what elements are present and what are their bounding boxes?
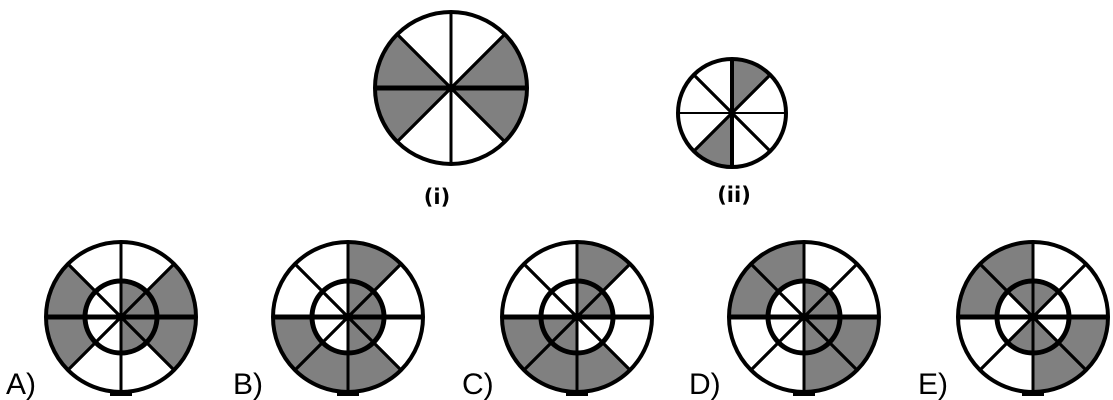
- option-d-label[interactable]: D): [689, 368, 721, 400]
- option-c-inner-shaded-sector: [577, 291, 613, 317]
- figure-i-outline: [373, 10, 529, 166]
- option-c-outline: [500, 240, 654, 394]
- option-a-figure[interactable]: [44, 240, 198, 396]
- figure-i-shaded-sector: [451, 34, 527, 88]
- figure-i-shaded-sector: [375, 34, 451, 88]
- option-b-outline: [271, 240, 425, 394]
- option-b-inner-shaded-sector: [348, 317, 384, 343]
- figure-ii-label: (ii): [717, 183, 751, 207]
- option-a-inner-shaded-sector: [121, 291, 157, 317]
- option-d-inner-shaded-sector: [804, 291, 840, 317]
- option-e-inner-shaded-sector: [1033, 317, 1059, 353]
- option-b-inner-shaded-sector: [348, 281, 374, 317]
- figure-i-label: (i): [424, 185, 450, 209]
- option-a-outline: [44, 240, 198, 394]
- option-a-inner-shaded-sector: [121, 317, 157, 343]
- option-d-outline: [727, 240, 881, 394]
- option-a-inner-shaded-sector: [121, 281, 147, 317]
- option-b-inner-ring: [309, 278, 387, 356]
- option-c-inner-shaded-sector: [577, 281, 603, 317]
- option-d-inner-ring: [765, 278, 843, 356]
- figure-i-shaded-sector: [375, 88, 451, 142]
- option-b-inner-shaded-sector: [348, 317, 374, 353]
- option-b-label[interactable]: B): [233, 368, 263, 400]
- figure-ii-shaded-sector: [693, 113, 732, 167]
- option-e-inner-shaded-sector: [1007, 281, 1033, 317]
- option-a-inner-ring: [82, 278, 160, 356]
- figure-ii: [676, 57, 788, 169]
- option-d-inner-shaded-sector: [804, 317, 840, 343]
- option-e-label[interactable]: E): [918, 368, 948, 400]
- option-b-figure[interactable]: [271, 240, 425, 396]
- figure-ii-shaded-sector: [732, 59, 771, 113]
- option-a-inner-shaded-sector: [121, 317, 147, 353]
- option-e-inner-ring: [994, 278, 1072, 356]
- option-d-inner-shaded-sector: [804, 281, 830, 317]
- option-c-inner-shaded-sector: [541, 317, 577, 343]
- option-c-figure[interactable]: [500, 240, 654, 396]
- option-c-inner-ring: [538, 278, 616, 356]
- option-c-inner-shaded-sector: [551, 317, 577, 353]
- option-c-label[interactable]: C): [462, 368, 494, 400]
- option-b-inner-shaded-sector: [348, 291, 384, 317]
- option-e-inner-shaded-sector: [1033, 281, 1059, 317]
- figure-ii-outline: [676, 57, 788, 169]
- option-a-label[interactable]: A): [6, 368, 36, 400]
- option-e-figure[interactable]: [956, 240, 1110, 396]
- option-e-outline: [956, 240, 1110, 394]
- option-d-figure[interactable]: [727, 240, 881, 396]
- option-e-inner-shaded-sector: [1007, 317, 1033, 353]
- option-d-inner-shaded-sector: [804, 317, 830, 353]
- figure-i: [373, 10, 529, 166]
- figure-i-shaded-sector: [451, 88, 527, 142]
